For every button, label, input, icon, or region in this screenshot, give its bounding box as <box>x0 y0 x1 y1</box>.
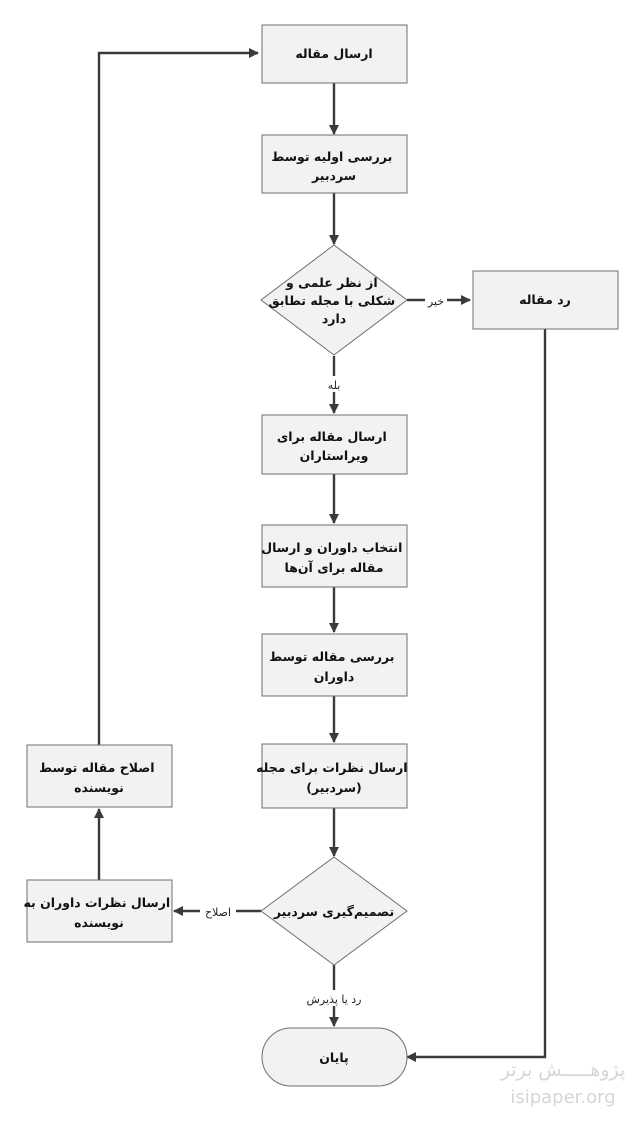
node-label-select-reviewers: انتخاب داوران و ارسال مقاله برای آن‌ها <box>261 540 406 575</box>
edge-labels: خیر بله اصلاح رد یا پذیرش <box>200 292 447 1006</box>
process-box-send-to-author <box>26 879 173 943</box>
process-box-peer-review <box>261 633 408 697</box>
edge-reject-to-end <box>406 329 547 1062</box>
edge-revision-to-submit <box>97 48 259 745</box>
edge-label-reject-or-accept: رد یا پذیرش <box>306 993 361 1006</box>
process-box-send-editors <box>261 414 408 475</box>
node-label-decision-final: تصمیم‌گیری سردبیر <box>273 904 394 919</box>
nodes <box>26 24 619 1087</box>
connectors <box>94 48 547 1062</box>
node-label-decision-match: از نظر علمی و شکلی با مجله تطابق دارد <box>268 275 399 326</box>
node-label-send-to-author: ارسال نظرات داوران به نویسنده <box>23 895 174 930</box>
node-label-peer-review: بررسی مقاله توسط داوران <box>269 649 399 684</box>
watermark-line2: isipaper.org <box>510 1087 615 1108</box>
node-label-initial-review: بررسی اولیه توسط سردبیر <box>271 149 396 183</box>
decision-diamond-final <box>260 856 408 966</box>
process-box-select-reviewers <box>261 524 408 588</box>
node-label-author-revision: اصلاح مقاله توسط نویسنده <box>39 760 159 795</box>
node-label-send-editors: ارسال مقاله برای ویراستاران <box>277 429 391 463</box>
edge-label-revise: اصلاح <box>205 906 231 919</box>
edge-label-no: خیر <box>427 295 444 308</box>
process-box-send-comments <box>261 743 408 809</box>
edge-label-yes: بله <box>328 379 341 392</box>
node-label-end: پایان <box>319 1050 348 1065</box>
node-labels: ارسال مقاله بررسی اولیه توسط سردبیر از ن… <box>23 46 570 1065</box>
process-box-initial-review <box>261 134 408 194</box>
watermark: پژوهـــــش برتر isipaper.org <box>500 1059 626 1108</box>
decision-diamond-match <box>260 244 408 356</box>
terminator-end <box>261 1027 408 1087</box>
process-box-submit <box>261 24 408 84</box>
node-label-submit: ارسال مقاله <box>295 46 372 61</box>
watermark-line1: پژوهـــــش برتر <box>500 1059 626 1081</box>
node-label-reject: رد مقاله <box>519 292 571 307</box>
node-label-send-comments: ارسال نظرات برای مجله (سردبیر) <box>256 760 412 795</box>
process-box-author-revision <box>26 744 173 808</box>
process-box-reject <box>472 270 619 330</box>
